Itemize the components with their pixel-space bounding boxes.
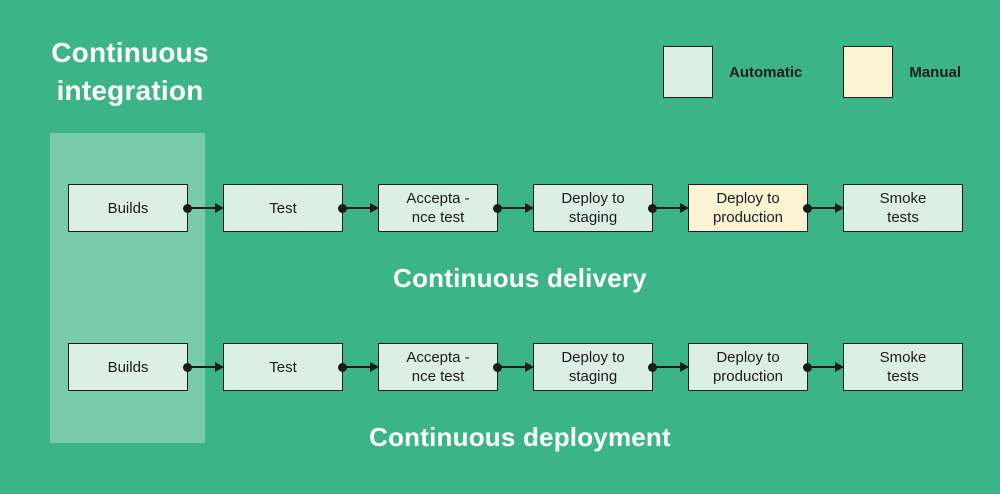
node-test: Test (223, 343, 343, 391)
arrow-icon (493, 184, 534, 232)
node-deploy-production: Deploy to production (688, 343, 808, 391)
pipeline-row-deployment: Builds Test Accepta - nce test Deploy to… (68, 343, 963, 391)
arrow-icon (338, 184, 379, 232)
arrow-icon (183, 184, 224, 232)
arrow-line (653, 207, 681, 209)
arrow-icon (493, 343, 534, 391)
node-acceptance-test: Accepta - nce test (378, 343, 498, 391)
legend: Automatic Manual (663, 46, 961, 98)
arrow-line (653, 366, 681, 368)
arrow-line (498, 366, 526, 368)
node-builds: Builds (68, 184, 188, 232)
arrow-icon (183, 343, 224, 391)
node-builds: Builds (68, 343, 188, 391)
node-deploy-staging: Deploy to staging (533, 184, 653, 232)
arrow-line (343, 207, 371, 209)
node-deploy-staging: Deploy to staging (533, 343, 653, 391)
node-smoke-tests: Smoke tests (843, 184, 963, 232)
node-deploy-production: Deploy to production (688, 184, 808, 232)
legend-label-manual: Manual (909, 63, 962, 81)
arrow-icon (338, 343, 379, 391)
legend-item-manual: Manual (843, 46, 961, 98)
arrow-line (808, 366, 836, 368)
pipeline-row-delivery: Builds Test Accepta - nce test Deploy to… (68, 184, 963, 232)
node-acceptance-test: Accepta - nce test (378, 184, 498, 232)
row-label-continuous-deployment: Continuous deployment (369, 422, 671, 452)
arrow-icon (803, 184, 844, 232)
automatic-swatch-icon (663, 46, 713, 98)
arrow-line (188, 366, 216, 368)
node-test: Test (223, 184, 343, 232)
arrow-line (188, 207, 216, 209)
row-label-continuous-delivery: Continuous delivery (393, 263, 647, 293)
arrow-line (808, 207, 836, 209)
arrow-line (343, 366, 371, 368)
legend-item-automatic: Automatic (663, 46, 802, 98)
legend-label-automatic: Automatic (729, 63, 803, 81)
diagram-title: Continuous integration (51, 37, 209, 106)
arrow-icon (803, 343, 844, 391)
manual-swatch-icon (843, 46, 894, 98)
node-smoke-tests: Smoke tests (843, 343, 963, 391)
arrow-icon (648, 184, 689, 232)
arrow-line (498, 207, 526, 209)
arrow-icon (648, 343, 689, 391)
